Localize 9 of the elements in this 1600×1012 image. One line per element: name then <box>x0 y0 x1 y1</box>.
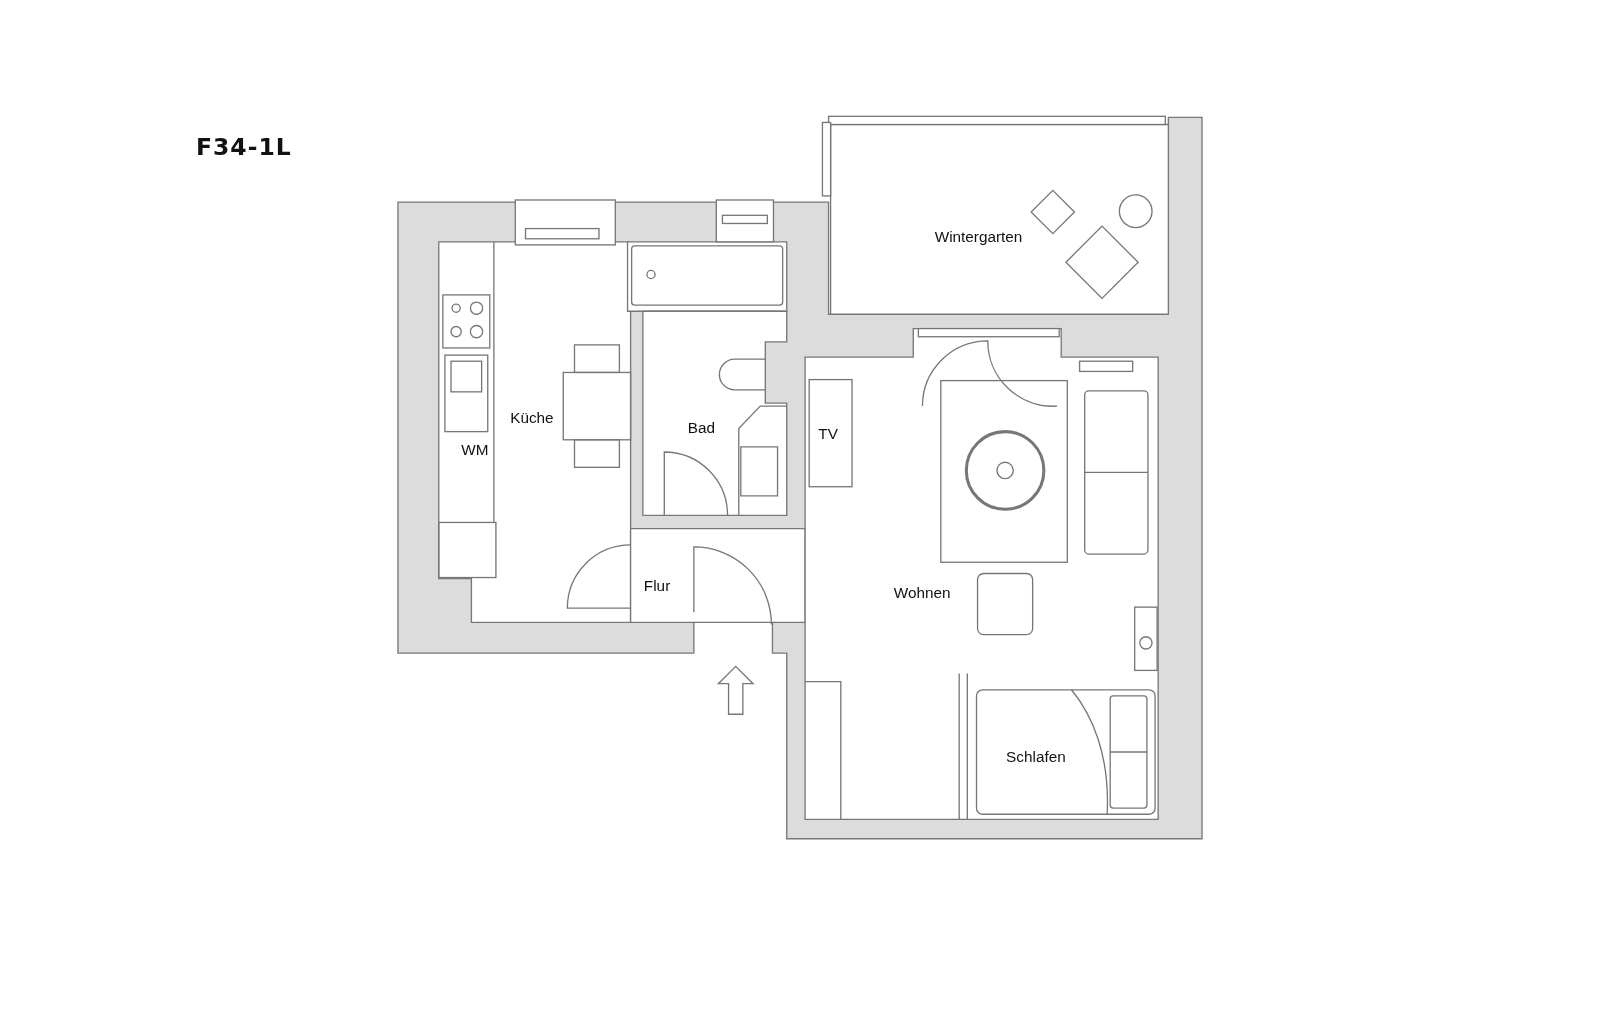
plan-title: F34-1L <box>195 135 292 160</box>
room-label: TV <box>818 425 838 441</box>
room-label: Flur <box>643 577 671 593</box>
room-label: Küche <box>510 410 554 426</box>
room-label: Bad <box>687 419 715 435</box>
room-label: Wohnen <box>893 584 951 600</box>
room-label: WM <box>461 441 489 458</box>
room-label: Schlafen <box>1006 748 1066 765</box>
room-label: Wintergarten <box>934 228 1023 244</box>
